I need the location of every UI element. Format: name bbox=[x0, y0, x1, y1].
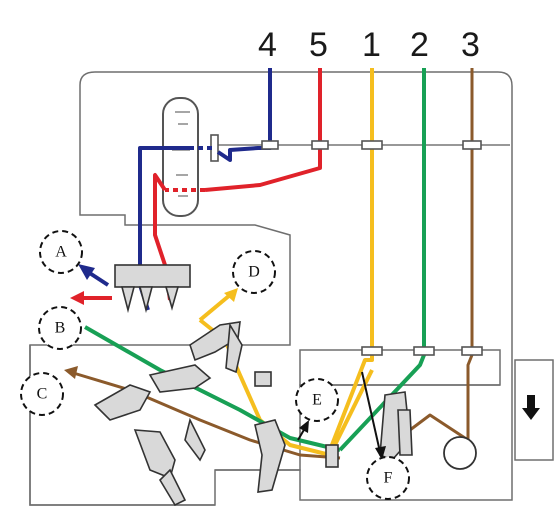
arrow-a-head bbox=[78, 264, 95, 280]
arrow-f-head bbox=[375, 446, 386, 460]
callout-e: E bbox=[295, 378, 339, 422]
callout-f-label: F bbox=[384, 470, 393, 487]
needle-clamp bbox=[114, 264, 191, 314]
thread-1-path bbox=[198, 68, 374, 457]
callout-a-label: A bbox=[55, 244, 67, 261]
callout-b: B bbox=[38, 306, 82, 350]
guide-post bbox=[210, 134, 219, 162]
callout-f: F bbox=[366, 456, 410, 500]
arrow-d-head bbox=[224, 288, 238, 302]
arrow-e-head bbox=[299, 420, 309, 433]
side-cover bbox=[514, 359, 554, 461]
tension-wheel bbox=[443, 436, 477, 470]
thread-number-5: 5 bbox=[309, 26, 328, 64]
arrow-down-icon bbox=[522, 395, 540, 420]
lower-looper bbox=[93, 364, 339, 507]
thread-number-1: 1 bbox=[362, 26, 381, 64]
thread-number-2: 2 bbox=[410, 26, 429, 64]
upper-looper bbox=[189, 321, 243, 374]
machine-upper-housing bbox=[29, 71, 513, 506]
thread-3-path bbox=[69, 68, 474, 460]
thread-guides bbox=[261, 140, 483, 356]
arrow-red-head bbox=[70, 291, 84, 305]
thread-number-3: 3 bbox=[461, 26, 480, 64]
callout-e-label: E bbox=[312, 392, 322, 409]
thread-number-4: 4 bbox=[258, 26, 277, 64]
callout-a: A bbox=[39, 230, 83, 274]
knife-mechanism bbox=[379, 391, 413, 461]
callout-d: D bbox=[232, 250, 276, 294]
callout-b-label: B bbox=[55, 320, 66, 337]
thread-2-path bbox=[84, 68, 426, 452]
tension-window bbox=[162, 97, 199, 217]
arrow-c-head bbox=[64, 366, 78, 379]
callout-c-label: C bbox=[37, 386, 48, 403]
callout-d-label: D bbox=[248, 264, 260, 281]
callout-c: C bbox=[20, 372, 64, 416]
